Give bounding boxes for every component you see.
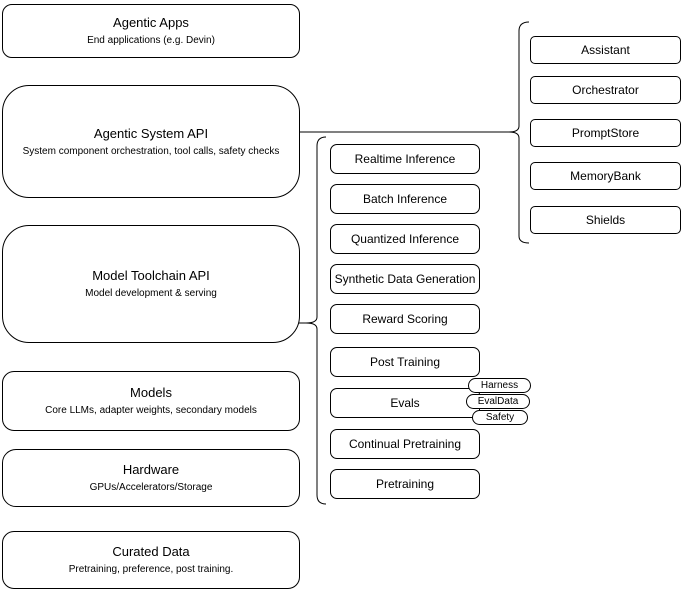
system-component-promptstore: PromptStore — [530, 119, 681, 147]
model-toolchain-api-subtitle: Model development & serving — [85, 288, 217, 299]
agentic-system-api-subtitle: System component orchestration, tool cal… — [22, 145, 280, 157]
models-subtitle: Core LLMs, adapter weights, secondary mo… — [45, 405, 257, 416]
agentic-system-api-box: Agentic System API System component orch… — [2, 85, 300, 198]
toolchain-item-evals: Evals — [330, 388, 480, 418]
agentic-apps-box: Agentic Apps End applications (e.g. Devi… — [2, 4, 300, 58]
hardware-subtitle: GPUs/Accelerators/Storage — [89, 482, 213, 493]
model-toolchain-api-title: Model Toolchain API — [92, 268, 210, 283]
curated-data-title: Curated Data — [112, 544, 190, 559]
toolchain-brace — [305, 136, 327, 505]
system-component-orchestrator: Orchestrator — [530, 76, 681, 104]
system-component-memorybank: MemoryBank — [530, 162, 681, 190]
toolchain-item-pretraining: Pretraining — [330, 469, 480, 499]
toolchain-item-batch-inference: Batch Inference — [330, 184, 480, 214]
toolchain-item-continual-pretraining: Continual Pretraining — [330, 429, 480, 459]
system-component-assistant: Assistant — [530, 36, 681, 64]
models-box: Models Core LLMs, adapter weights, secon… — [2, 371, 300, 431]
curated-data-subtitle: Pretraining, preference, post training. — [68, 564, 234, 575]
toolchain-item-post-training: Post Training — [330, 347, 480, 377]
toolchain-item-realtime-inference: Realtime Inference — [330, 144, 480, 174]
curated-data-box: Curated Data Pretraining, preference, po… — [2, 531, 300, 589]
toolchain-item-synthetic-data-generation: Synthetic Data Generation — [330, 264, 480, 294]
model-toolchain-api-box: Model Toolchain API Model development & … — [2, 225, 300, 343]
system-brace — [508, 21, 530, 244]
eval-tag-evaldata: EvalData — [466, 394, 530, 409]
system-component-shields: Shields — [530, 206, 681, 234]
agentic-apps-subtitle: End applications (e.g. Devin) — [87, 35, 215, 46]
eval-tag-safety: Safety — [472, 410, 528, 425]
agentic-system-api-title: Agentic System API — [93, 125, 209, 141]
eval-tag-harness: Harness — [468, 378, 531, 393]
agentic-apps-title: Agentic Apps — [113, 15, 189, 30]
toolchain-item-reward-scoring: Reward Scoring — [330, 304, 480, 334]
hardware-box: Hardware GPUs/Accelerators/Storage — [2, 449, 300, 507]
models-title: Models — [130, 385, 172, 400]
toolchain-item-quantized-inference: Quantized Inference — [330, 224, 480, 254]
hardware-title: Hardware — [122, 462, 180, 477]
